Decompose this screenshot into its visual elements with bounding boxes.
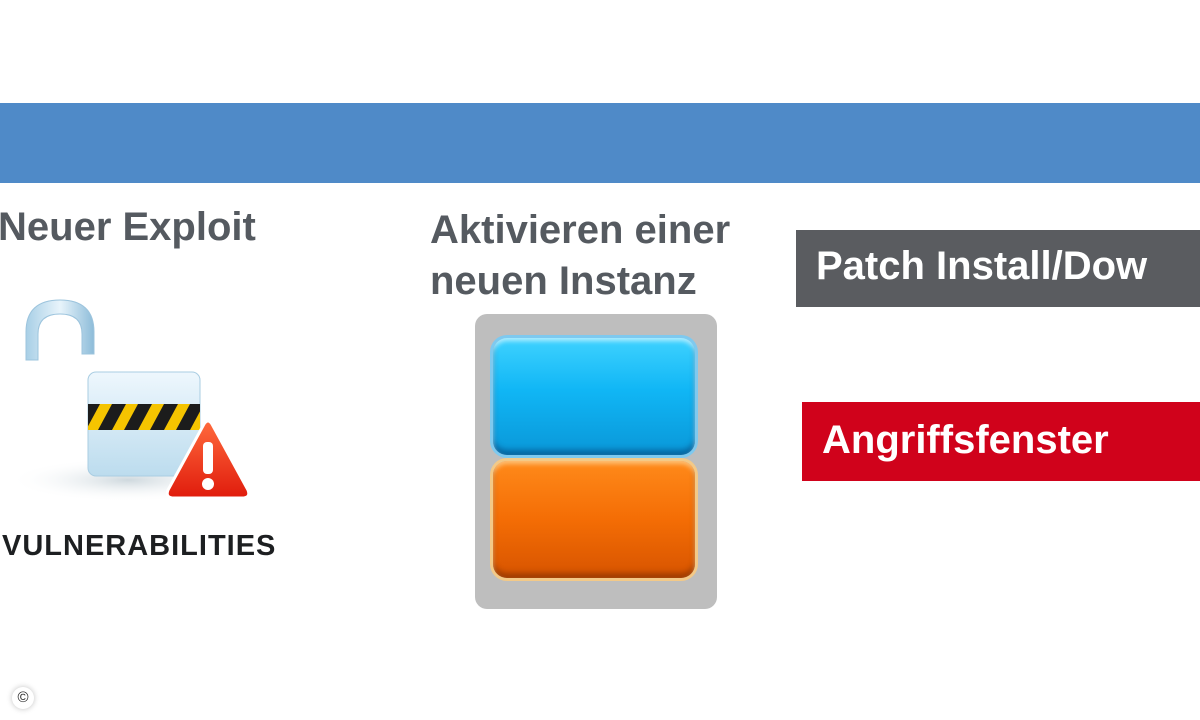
instance-block-blue [493,338,695,455]
lock-shackle [25,299,95,361]
instance-title-line2: neuen Instanz [430,259,697,303]
patch-bar-label: Patch Install/Dow [816,244,1148,288]
new-instance-icon [475,314,717,609]
instance-block-orange [493,461,695,578]
header-band [0,103,1200,183]
patch-bar: Patch Install/Dow [796,230,1200,307]
attack-window-label: Angriffsfenster [822,418,1109,462]
instance-title: Aktivieren einer neuen Instanz [430,205,730,307]
vulnerabilities-label: VULNERABILITIES [2,530,277,562]
warning-triangle-icon [165,419,251,500]
exploit-title: Neuer Exploit [0,205,256,249]
open-padlock-warning-icon [8,299,251,502]
hazard-stripe [88,404,200,430]
copyright-badge: © [12,687,34,709]
instance-title-line1: Aktivieren einer [430,208,731,252]
attack-window-bar: Angriffsfenster [802,402,1200,481]
